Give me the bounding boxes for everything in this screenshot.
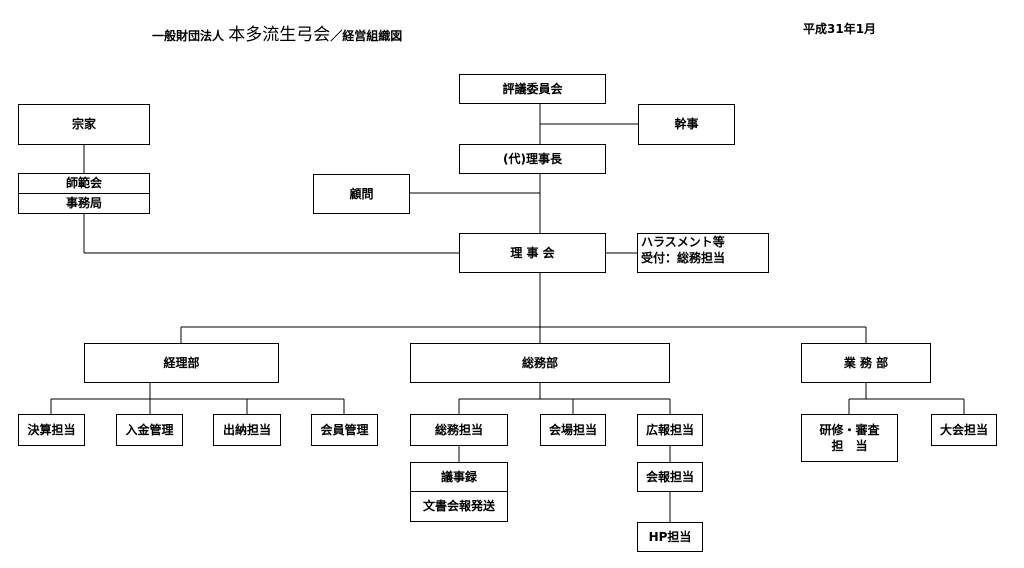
node-kenshu-shinsa: 研修・審査 担 当 xyxy=(801,414,898,462)
org-title: 一般財団法人 本多流生弓会／経営組織図 xyxy=(152,20,402,45)
node-soke: 宗家 xyxy=(18,104,150,145)
node-rijikai-label: 理 事 会 xyxy=(510,245,555,260)
node-bunsho-hasso: 文書会報発送 xyxy=(410,491,508,522)
node-harassment: ハラスメント等 受付：総務担当 xyxy=(637,233,769,273)
node-rijikai: 理 事 会 xyxy=(459,233,606,273)
node-kessan: 決算担当 xyxy=(18,414,85,446)
date-label: 平成31年1月 xyxy=(803,22,877,36)
node-komon: 顧問 xyxy=(313,174,410,214)
harassment-line-2: 受付：総務担当 xyxy=(641,251,726,266)
node-kanji: 幹事 xyxy=(638,104,735,145)
node-kaijo: 会場担当 xyxy=(540,414,606,446)
node-kaiho: 会報担当 xyxy=(637,462,703,492)
node-suito: 出納担当 xyxy=(213,414,281,446)
node-rijicho: (代)理事長 xyxy=(459,144,606,174)
kenshu-line-1: 研修・審査 xyxy=(819,422,880,437)
harassment-line-1: ハラスメント等 xyxy=(641,235,725,249)
node-somu-tanto: 総務担当 xyxy=(410,414,508,446)
node-gyomubu: 業 務 部 xyxy=(801,343,931,383)
node-keiribu: 経理部 xyxy=(84,343,279,383)
node-jimukyoku: 事務局 xyxy=(18,193,150,214)
node-hyogi-iinkai: 評議委員会 xyxy=(459,74,606,104)
org-prefix: 一般財団法人 xyxy=(152,29,225,43)
node-taikai: 大会担当 xyxy=(931,414,997,446)
kenshu-line-2: 担 当 xyxy=(831,439,868,453)
node-shihankai: 師範会 xyxy=(18,173,150,194)
node-kaiin: 会員管理 xyxy=(311,414,378,446)
node-nyukin: 入金管理 xyxy=(116,414,183,446)
node-gijiroku: 議事録 xyxy=(410,462,508,492)
node-somubu: 総務部 xyxy=(410,343,670,383)
node-koho: 広報担当 xyxy=(637,414,703,446)
node-hp: HP担当 xyxy=(637,522,703,552)
doc-title: ／経営組織図 xyxy=(330,29,403,43)
org-name: 本多流生弓会 xyxy=(228,25,331,45)
